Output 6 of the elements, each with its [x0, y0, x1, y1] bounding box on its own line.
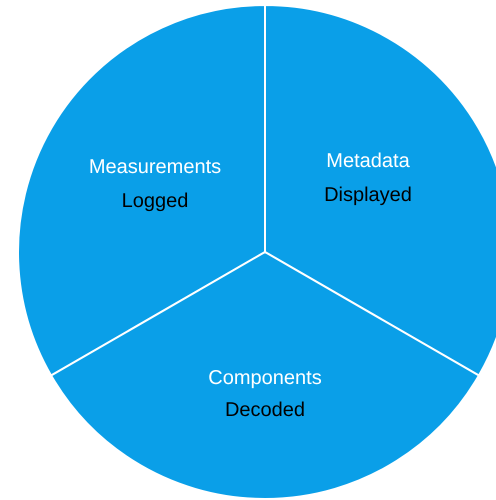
slice-label: Displayed: [324, 183, 412, 207]
slice-label: Decoded: [224, 398, 306, 422]
slice-title: Components: [208, 366, 322, 390]
slice-title: Metadata: [326, 149, 410, 173]
slice-label: Logged: [122, 189, 188, 213]
slice-title: Measurements: [88, 155, 222, 179]
